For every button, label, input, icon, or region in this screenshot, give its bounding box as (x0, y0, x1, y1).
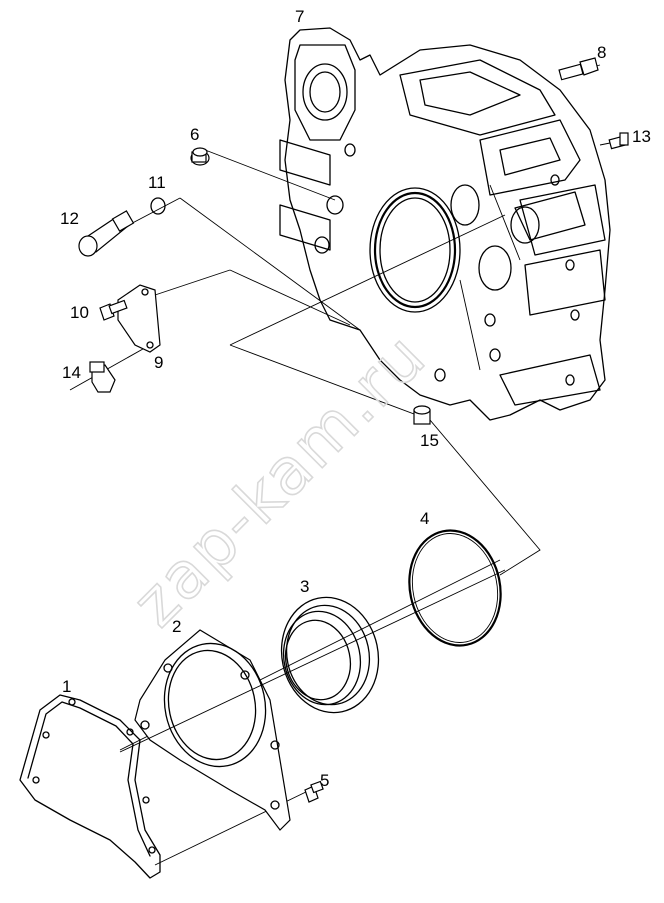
flywheel-housing (279, 27, 611, 421)
callout-6: 6 (190, 125, 199, 144)
watermark: zap-kam.ru (119, 319, 441, 641)
callout-13: 13 (632, 127, 651, 146)
bolt-8 (558, 57, 599, 81)
plug-15 (413, 405, 431, 425)
o-ring-11 (150, 197, 166, 215)
cover-plate-9 (117, 284, 161, 353)
callout-15: 15 (420, 431, 439, 450)
callout-9: 9 (154, 353, 163, 372)
callout-11: 11 (148, 173, 166, 192)
gasket-1 (19, 694, 161, 879)
callout-14: 14 (62, 363, 81, 382)
clip-14 (89, 361, 116, 393)
callout-2: 2 (172, 617, 181, 636)
seal-housing-2 (134, 629, 291, 831)
callout-4: 4 (420, 509, 429, 528)
o-ring-4 (408, 529, 502, 647)
callout-3: 3 (300, 577, 309, 596)
oil-seal-3 (280, 596, 380, 714)
plug-12 (78, 210, 135, 257)
callout-7: 7 (295, 7, 304, 26)
part-callouts: 1 2 3 4 5 6 7 8 9 10 11 12 13 14 15 (60, 7, 651, 790)
callout-1: 1 (62, 677, 71, 696)
callout-8: 8 (597, 43, 606, 62)
callout-12: 12 (60, 209, 79, 228)
callout-5: 5 (320, 771, 329, 790)
bolt-10 (99, 299, 128, 321)
fitting-13 (608, 132, 629, 150)
plug-6 (190, 147, 210, 166)
callout-10: 10 (70, 303, 89, 322)
bolt-5 (304, 780, 324, 803)
assembly-axis (119, 569, 506, 753)
